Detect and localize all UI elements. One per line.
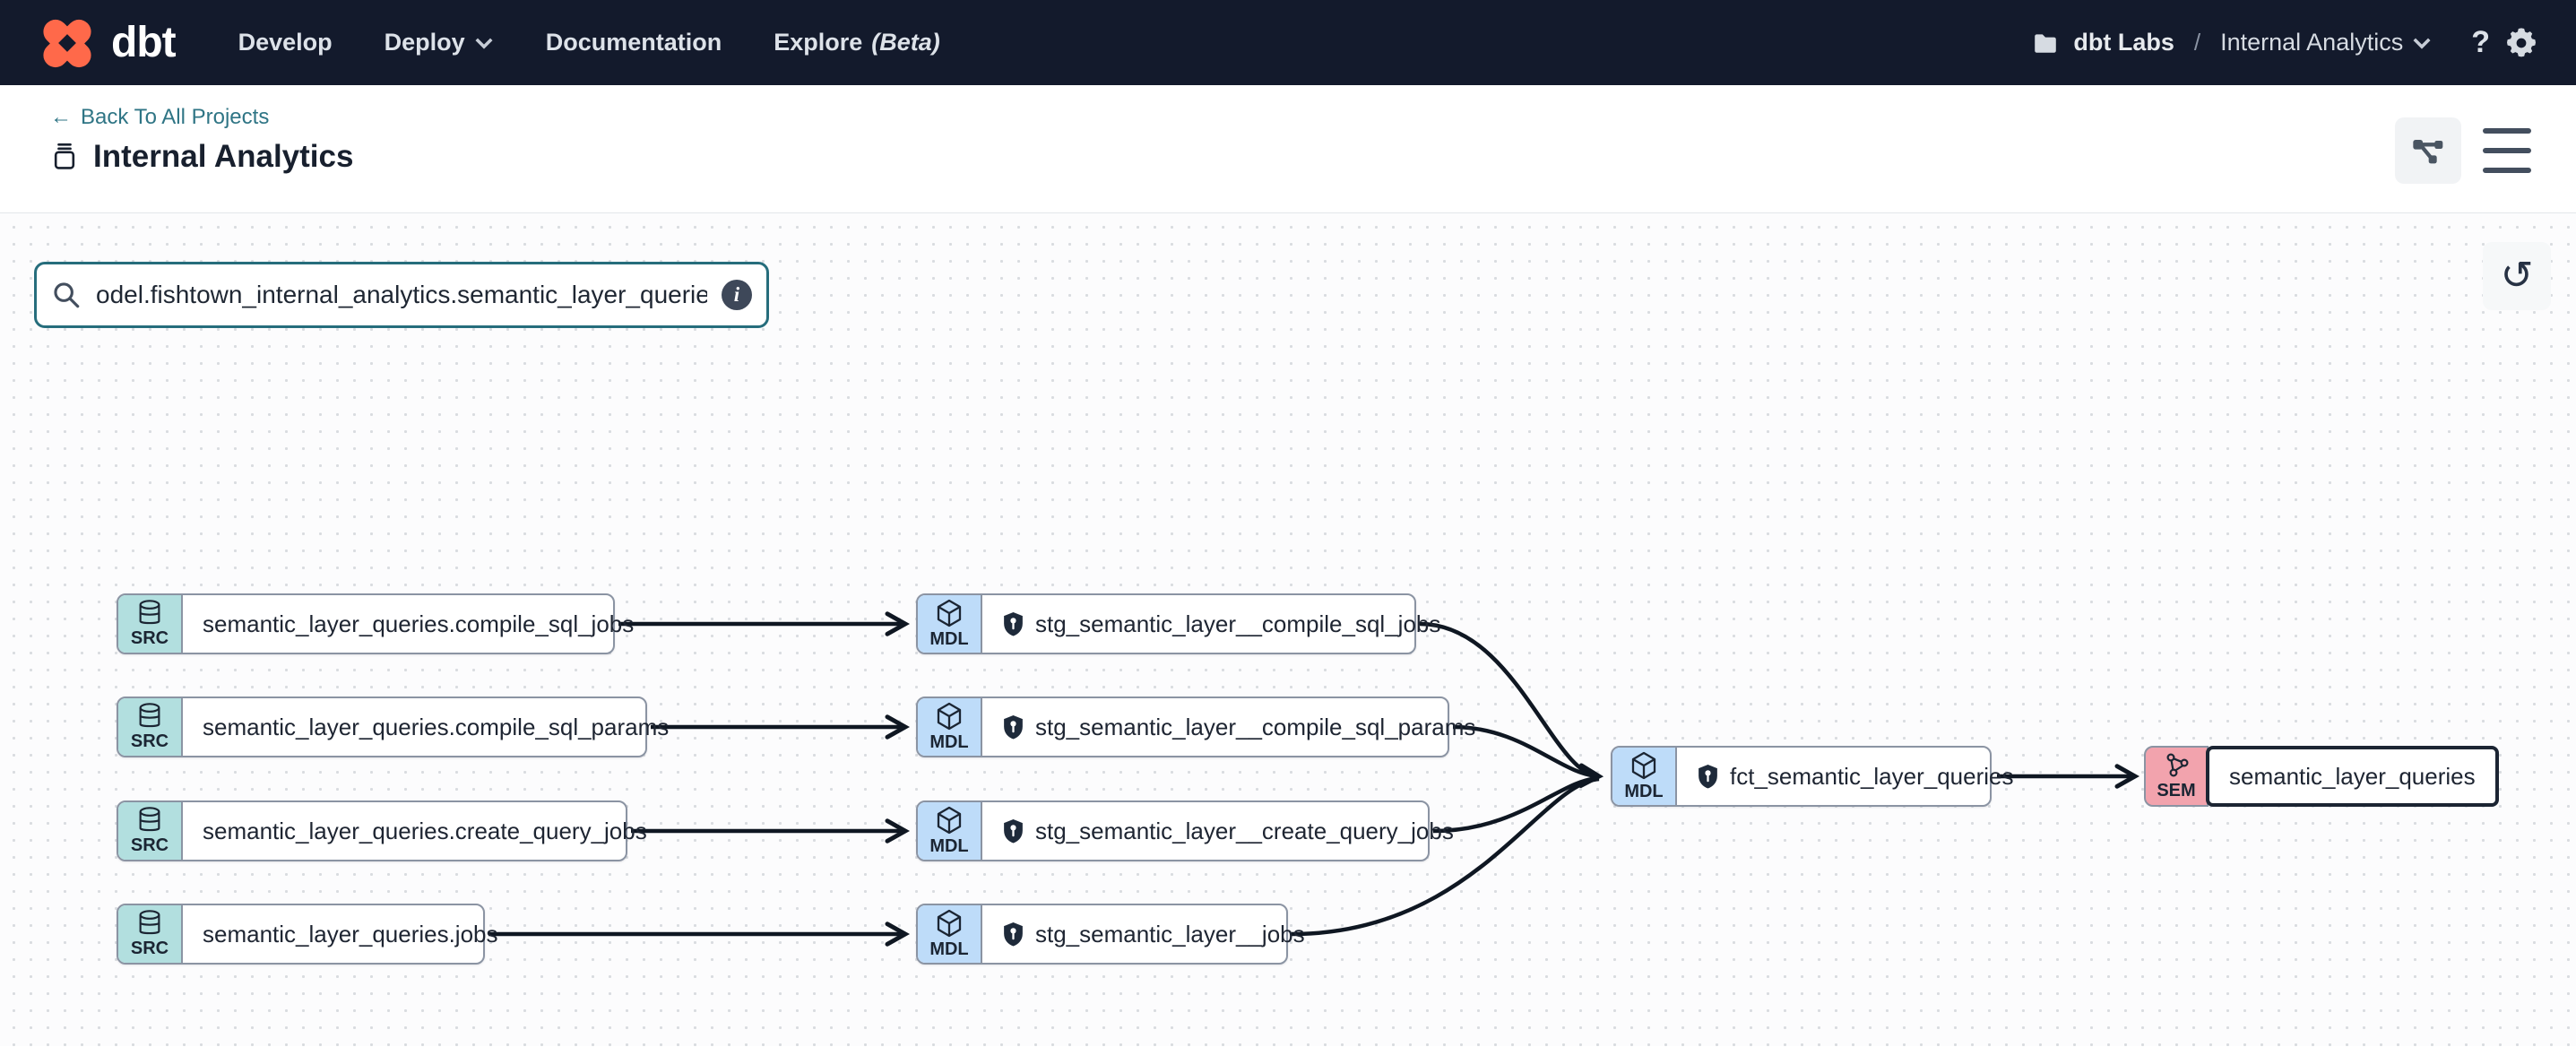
main-menu: Develop Deploy Documentation Explore (Be… [238,29,940,56]
gear-icon[interactable] [2504,26,2538,60]
node-label: stg_semantic_layer__create_query_jobs [1035,817,1454,844]
lineage-view-button[interactable] [2395,117,2461,184]
hamburger-menu-button[interactable] [2483,128,2531,173]
nav-deploy[interactable]: Deploy [385,29,494,56]
lineage-node-src-compile-sql-params[interactable]: SRC semantic_layer_queries.compile_sql_p… [117,697,669,757]
node-label: fct_semantic_layer_queries [1730,762,2014,790]
node-type-badge: SRC [118,698,183,756]
source-icon [139,910,160,935]
navbar-right: dbt Labs / Internal Analytics ? [2032,25,2538,60]
lineage-node-stg-jobs[interactable]: MDL stg_semantic_layer__jobs [916,904,1305,965]
account-name[interactable]: dbt Labs [2073,29,2174,56]
node-label: stg_semantic_layer__compile_sql_jobs [1035,610,1441,637]
node-label: semantic_layer_queries.compile_sql_jobs [203,610,635,637]
shield-icon [1004,612,1023,636]
node-label: semantic_layer_queries [2229,762,2476,790]
lineage-edges [488,213,2576,1046]
lineage-node-src-create-query-jobs[interactable]: SRC semantic_layer_queries.create_query_… [117,800,647,861]
node-type-badge: MDL [918,698,982,756]
dbt-logo-icon [38,13,97,73]
lineage-node-fct-semantic-layer-queries[interactable]: MDL fct_semantic_layer_queries [1611,746,2014,807]
node-type-badge: SRC [118,802,183,860]
node-label: stg_semantic_layer__compile_sql_params [1035,713,1476,740]
lineage-node-src-compile-sql-jobs[interactable]: SRC semantic_layer_queries.compile_sql_j… [117,593,634,654]
node-type-badge: MDL [1612,748,1677,805]
page-header: ← Back To All Projects Internal Analytic… [0,85,2576,212]
lineage-node-stg-compile-sql-params[interactable]: MDL stg_semantic_layer__compile_sql_para… [916,697,1475,757]
model-icon [1631,751,1656,780]
node-type-badge: SRC [118,905,183,963]
nav-develop[interactable]: Develop [238,29,333,56]
lineage-icon [2413,140,2443,164]
lineage-node-stg-create-query-jobs[interactable]: MDL stg_semantic_layer__create_query_job… [916,800,1454,861]
reset-view-button[interactable]: ↺ [2483,242,2551,310]
source-icon [139,807,160,832]
node-label: semantic_layer_queries.create_query_jobs [203,817,647,844]
chevron-down-icon [2413,38,2431,49]
lineage-node-semantic-layer-queries[interactable]: SEM semantic_layer_queries [2144,746,2499,807]
node-type-badge: SEM [2144,746,2209,807]
beta-tag: (Beta) [871,29,940,56]
shield-icon [1699,765,1717,789]
model-icon [937,599,962,627]
node-type-badge: MDL [918,905,982,963]
node-type-badge: MDL [918,802,982,860]
node-label: stg_semantic_layer__jobs [1035,920,1305,947]
top-navbar: dbt Develop Deploy Documentation Explore… [0,0,2576,85]
lineage-node-stg-compile-sql-jobs[interactable]: MDL stg_semantic_layer__compile_sql_jobs [916,593,1440,654]
lineage-node-src-jobs[interactable]: SRC semantic_layer_queries.jobs [117,904,498,965]
page-title: Internal Analytics [93,139,354,174]
node-type-badge: SRC [118,595,183,653]
model-icon [937,702,962,731]
folder-icon [2035,33,2057,53]
shield-icon [1004,715,1023,740]
reset-icon: ↺ [2500,253,2534,299]
nav-explore[interactable]: Explore (Beta) [774,29,940,56]
project-icon [54,143,75,169]
back-to-projects-link[interactable]: ← Back To All Projects [50,105,270,129]
info-icon[interactable] [722,280,752,310]
dbt-logo[interactable]: dbt [38,13,177,73]
chevron-down-icon [475,38,493,49]
breadcrumb-separator: / [2193,29,2201,56]
model-icon [937,806,962,835]
back-arrow-icon: ← [50,105,72,129]
project-selector[interactable]: Internal Analytics [2220,29,2432,56]
node-label: semantic_layer_queries.jobs [203,920,498,947]
lineage-canvas[interactable]: odel.fishtown_internal_analytics.semanti… [0,212,2576,1046]
model-icon [937,909,962,938]
source-icon [139,600,160,625]
shield-icon [1004,922,1023,947]
nav-documentation[interactable]: Documentation [545,29,722,56]
search-input[interactable]: odel.fishtown_internal_analytics.semanti… [96,281,707,308]
node-type-badge: MDL [918,595,982,653]
lineage-search[interactable]: odel.fishtown_internal_analytics.semanti… [34,262,769,328]
node-label: semantic_layer_queries.compile_sql_param… [203,713,670,740]
search-icon [54,282,80,308]
shield-icon [1004,819,1023,844]
semantic-model-icon [2166,753,2189,777]
source-icon [139,703,160,728]
help-button[interactable]: ? [2471,25,2490,59]
dbt-logo-text: dbt [111,19,177,66]
